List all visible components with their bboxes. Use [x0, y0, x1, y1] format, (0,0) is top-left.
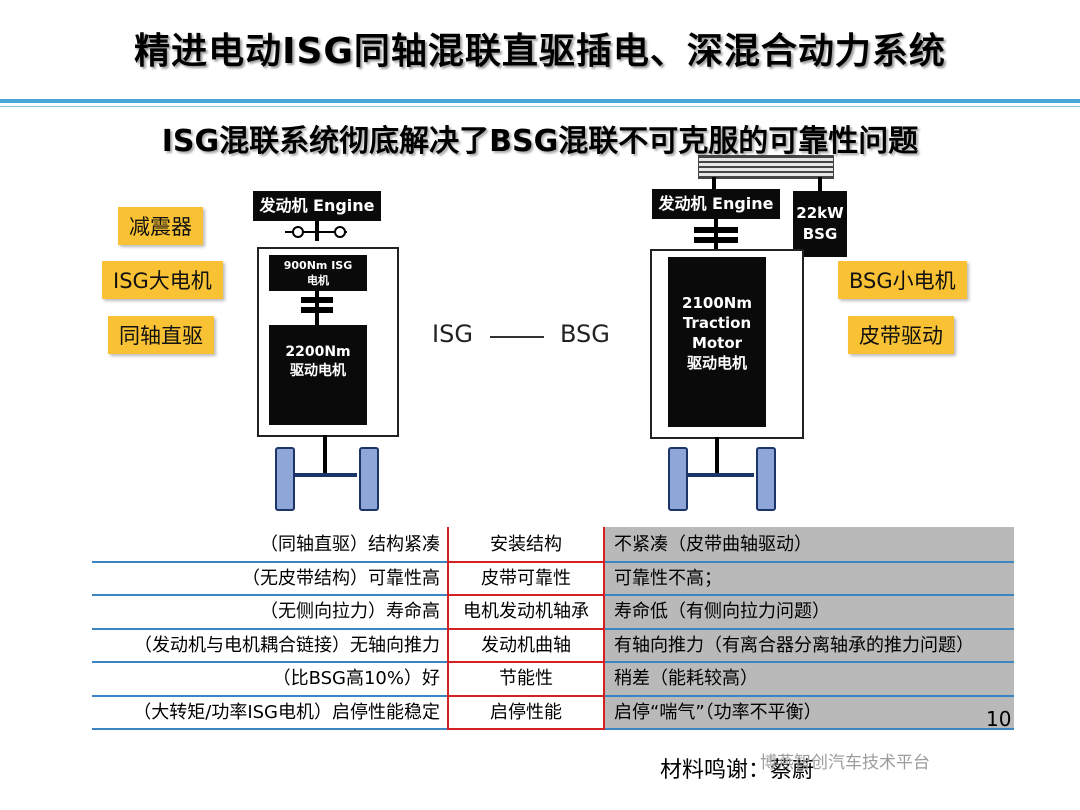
bsg-cell: 寿命低（有侧向拉力问题） [614, 601, 830, 622]
bsg-wheel-right [756, 447, 776, 511]
bsg-output-shaft [715, 437, 719, 475]
page-number: 10 [986, 707, 1012, 731]
item-cell: 发动机曲轴 [481, 635, 571, 656]
item-cell: 安装结构 [490, 534, 562, 555]
item-row-divider [447, 594, 605, 596]
bsg-clutch-2 [694, 237, 738, 243]
isg-wheel-right [359, 447, 379, 511]
bsg-cell: 可靠性不高； [614, 568, 722, 589]
title-divider-thin [0, 106, 1080, 107]
traction-label-2: Motor [691, 334, 743, 352]
belt-pulley [698, 155, 834, 179]
bsg-clutch-1 [694, 227, 738, 233]
footer-credit: 材料鸣谢：蔡蔚 [660, 758, 815, 783]
isg-clutch-2 [301, 307, 333, 313]
bsg-cell: 启停“喘气”（功率不平衡） [614, 702, 822, 723]
bsg-power: 22kW [796, 204, 844, 222]
item-cell: 启停性能 [490, 702, 562, 723]
isg-cell: （发动机与电机耦合链接）无轴向推力 [134, 635, 440, 656]
versus-line [490, 336, 544, 338]
bsg-axle [686, 473, 754, 477]
item-column-right-border [603, 527, 605, 729]
row-divider [92, 695, 1014, 697]
isg-motor-block: 900Nm ISG 电机 [269, 255, 367, 291]
isg-wheel-left [275, 447, 295, 511]
bsg-cell: 不紧凑（皮带曲轴驱动） [614, 534, 812, 555]
isg-damper-bar [285, 231, 347, 233]
bsg-traction-motor-block: 2100Nm Traction Motor 驱动电机 [668, 257, 766, 427]
isg-drive-motor-block: 2200Nm 驱动电机 [269, 325, 367, 425]
isg-clutch-1 [301, 297, 333, 303]
isg-cell: （同轴直驱）结构紧凑 [260, 534, 440, 555]
bsg-wheel-left [668, 447, 688, 511]
bsg-engine-box: 发动机 Engine [652, 189, 780, 219]
isg-engine-box: 发动机 Engine [253, 191, 381, 221]
bsg-column-bg [604, 527, 1014, 729]
label-bsg: BSG [560, 320, 610, 348]
traction-label-3: 驱动电机 [686, 354, 747, 372]
isg-motor-label: 电机 [307, 274, 329, 287]
row-divider [92, 628, 1014, 630]
isg-motor-torque: 900Nm ISG [283, 259, 353, 272]
isg-diagram: 发动机 Engine 900Nm ISG 电机 2200Nm 驱动电机 [245, 185, 415, 520]
isg-cell: （大转矩/功率ISG电机）启停性能稳定 [133, 702, 440, 723]
item-row-divider [447, 561, 605, 563]
damper-right-dot [334, 226, 346, 238]
item-cell: 电机发动机轴承 [463, 601, 589, 622]
row-divider [92, 561, 1014, 563]
pulley-shaft-bsg [818, 177, 822, 191]
watermark-text: 博燕智创汽车技术平台 [760, 753, 930, 773]
isg-cell: （比BSG高10%）好 [272, 668, 440, 689]
bsg-cell: 有轴向推力（有离合器分离轴承的推力问题） [614, 635, 974, 656]
tag-belt-drive: 皮带驱动 [848, 316, 954, 354]
traction-label-1: Traction [682, 314, 752, 332]
damper-left-dot [292, 226, 304, 238]
row-divider [92, 728, 1014, 730]
bsg-cell: 稍差（能耗较高） [614, 668, 758, 689]
isg-cell: （无皮带结构）可靠性高 [242, 568, 440, 589]
tag-coaxial-drive: 同轴直驱 [108, 316, 214, 354]
bsg-label: BSG [802, 225, 838, 243]
page-title: 精进电动ISG同轴混联直驱插电、深混合动力系统 [134, 31, 946, 72]
pulley-shaft-engine [712, 177, 716, 189]
bsg-shaft [714, 219, 718, 251]
tag-isg-motor: ISG大电机 [102, 261, 223, 299]
item-row-divider [447, 628, 605, 630]
isg-drive-label: 驱动电机 [290, 363, 346, 379]
isg-drive-torque: 2200Nm [285, 344, 351, 360]
title-divider [0, 99, 1080, 103]
isg-axle [293, 473, 357, 477]
isg-output-shaft [323, 435, 327, 473]
tag-bsg-motor: BSG小电机 [838, 261, 967, 299]
label-isg: ISG [432, 320, 473, 348]
item-row-divider [447, 661, 605, 663]
page-subtitle: ISG混联系统彻底解决了BSG混联不可克服的可靠性问题 [161, 124, 919, 159]
traction-torque: 2100Nm [682, 294, 752, 312]
item-cell: 皮带可靠性 [481, 568, 571, 589]
item-column-left-border [447, 527, 449, 729]
item-row-divider [447, 728, 605, 730]
row-divider [92, 594, 1014, 596]
row-divider [92, 661, 1014, 663]
item-row-divider [447, 695, 605, 697]
isg-cell: （无侧向拉力）寿命高 [260, 601, 440, 622]
bsg-unit-block: 22kW BSG [793, 191, 847, 257]
bsg-diagram: 发动机 Engine 22kW BSG 2100Nm Traction Moto… [640, 155, 860, 520]
tag-damper: 减震器 [118, 207, 203, 245]
item-cell: 节能性 [499, 668, 553, 689]
